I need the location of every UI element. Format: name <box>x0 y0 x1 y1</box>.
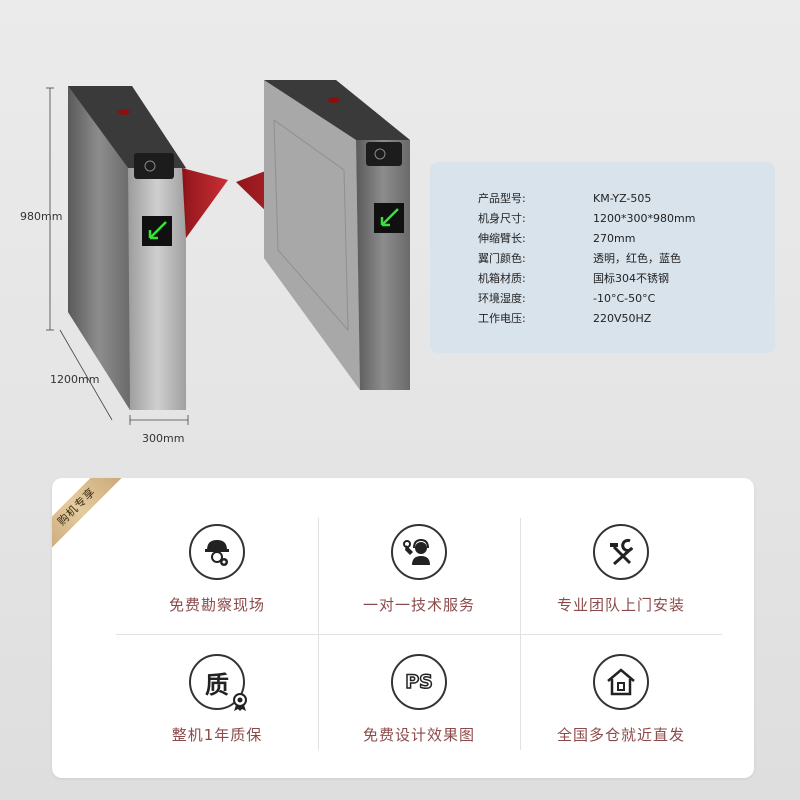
feature-item-free-design: PS 免费设计效果图 <box>318 648 520 764</box>
grid-divider <box>116 634 722 635</box>
feature-item-nationwide-shipping: 全国多仓就近直发 <box>520 648 722 764</box>
spec-row: 机身尺寸: 1200*300*980mm <box>478 208 775 228</box>
spec-value: 国标304不锈钢 <box>593 272 669 285</box>
spec-key: 机箱材质: <box>478 272 526 285</box>
ps-design-icon: PS <box>391 654 447 710</box>
spec-value: -10°C-50°C <box>593 291 656 305</box>
feature-grid: 免费勘察现场 一对一技术服务 <box>116 518 722 750</box>
height-dimension-label: 980mm <box>20 210 63 223</box>
spec-row: 翼门颜色: 透明，红色，蓝色 <box>478 248 775 268</box>
hammer-wrench-icon <box>593 524 649 580</box>
spec-row: 伸缩臂长: 270mm <box>478 228 775 248</box>
spec-value: 270mm <box>593 231 636 245</box>
spec-value: 透明，红色，蓝色 <box>593 252 681 265</box>
quality-badge-icon: 质 <box>189 654 247 711</box>
spec-key: 伸缩臂长: <box>478 232 526 245</box>
headset-support-icon <box>391 524 447 580</box>
feature-item-professional-installation: 专业团队上门安装 <box>520 518 722 634</box>
product-illustration: 980mm 1200mm 300mm <box>20 80 410 445</box>
spec-value: KM-YZ-505 <box>593 191 652 205</box>
left-flap <box>182 168 228 238</box>
feature-label: 免费勘察现场 <box>168 596 265 614</box>
feature-item-one-on-one-service: 一对一技术服务 <box>318 518 520 634</box>
feature-label: 整机1年质保 <box>171 726 263 744</box>
right-cabinet <box>264 80 410 390</box>
spec-value: 220V50HZ <box>593 311 652 325</box>
feature-label: 全国多仓就近直发 <box>556 726 685 744</box>
feature-item-warranty: 质 整机1年质保 <box>116 648 318 764</box>
house-warehouse-icon <box>593 654 649 710</box>
spec-row: 产品型号: KM-YZ-505 <box>478 188 775 208</box>
service-feature-card: 购机专享 免费勘察现场 <box>52 478 754 778</box>
quality-char: 质 <box>205 670 229 699</box>
turnstile-gate-image <box>46 80 410 425</box>
spec-key: 工作电压: <box>478 312 526 325</box>
feature-label: 一对一技术服务 <box>362 596 475 614</box>
length-dimension-label: 1200mm <box>50 373 100 386</box>
spec-row: 环境湿度: -10°C-50°C <box>478 288 775 308</box>
spec-key: 环境湿度: <box>478 292 526 305</box>
width-dimension-label: 300mm <box>142 432 185 445</box>
ps-text: PS <box>404 670 433 694</box>
feature-item-free-survey: 免费勘察现场 <box>116 518 318 634</box>
spec-panel: 产品型号: KM-YZ-505 机身尺寸: 1200*300*980mm 伸缩臂… <box>430 162 775 353</box>
spec-key: 产品型号: <box>478 192 526 205</box>
feature-label: 专业团队上门安装 <box>556 596 685 614</box>
spec-row: 工作电压: 220V50HZ <box>478 308 775 328</box>
dimension-lines <box>46 87 189 425</box>
worker-helmet-gear-icon <box>189 524 245 580</box>
purchase-exclusive-ribbon: 购机专享 <box>52 478 124 554</box>
spec-value: 1200*300*980mm <box>593 211 696 225</box>
ribbon-badge-icon <box>233 693 247 711</box>
spec-key: 翼门颜色: <box>478 252 526 265</box>
left-cabinet <box>68 86 186 410</box>
feature-label: 免费设计效果图 <box>362 726 475 744</box>
spec-row: 机箱材质: 国标304不锈钢 <box>478 268 775 288</box>
spec-key: 机身尺寸: <box>478 212 526 225</box>
